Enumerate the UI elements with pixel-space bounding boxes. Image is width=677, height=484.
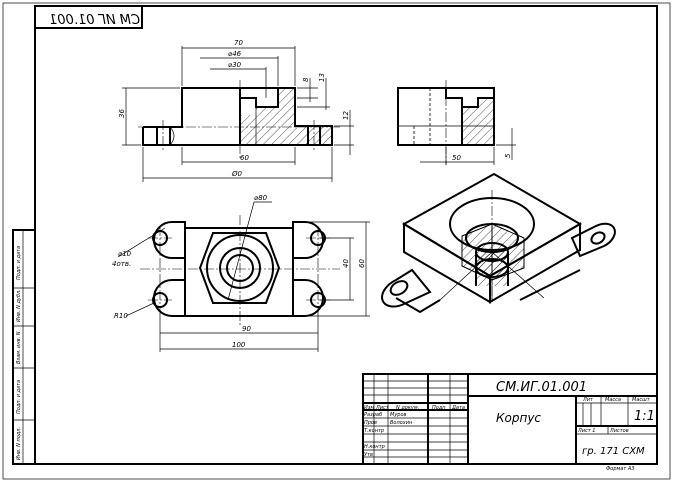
dim-holes: ⌀10 bbox=[118, 250, 132, 258]
sheet-border bbox=[2, 2, 671, 480]
side-view: 50 5 bbox=[397, 80, 516, 165]
tb-sheets: Листов bbox=[609, 428, 629, 434]
dim-70: 70 bbox=[234, 39, 243, 47]
tb-group: гр. 171 СХМ bbox=[582, 446, 645, 457]
tb-scale-value: 1:1 bbox=[634, 409, 655, 424]
top-view: ⌀80 ⌀10 4отв. R10 40 60 90 100 bbox=[112, 194, 370, 352]
dim-12: 12 bbox=[342, 111, 350, 120]
tb-ndoc: N докум. bbox=[396, 405, 419, 411]
stamp-code: CM ИГ 01.001 bbox=[49, 13, 140, 28]
dim-8: 8 bbox=[302, 77, 310, 82]
title-block: Изм Лист N докум. Подп Дата Разраб Муров… bbox=[362, 373, 658, 472]
side-strip: Подп. и дата Инв. N дубл. Взам. инв. N П… bbox=[12, 229, 36, 465]
dim-5: 5 bbox=[504, 153, 512, 158]
tb-sheet: Лист 1 bbox=[577, 428, 595, 434]
tb-utv: Утв bbox=[364, 452, 373, 458]
dim-90: 90 bbox=[242, 325, 251, 333]
tb-podp: Подп bbox=[432, 405, 446, 411]
strip-cell-1: Подп. и дата bbox=[16, 246, 22, 280]
tb-nkontr: Н.контр bbox=[364, 444, 385, 450]
strip-cell-2: Инв. N дубл. bbox=[16, 289, 22, 322]
tb-col-mass: Масса bbox=[605, 397, 621, 403]
dim-100-front: Ø0 bbox=[231, 170, 243, 178]
tb-list: Лист bbox=[375, 405, 390, 411]
isometric-view bbox=[381, 172, 616, 314]
mirrored-stamp: CM ИГ 01.001 bbox=[34, 5, 143, 29]
tb-col-scale: Масшт bbox=[632, 397, 651, 403]
dim-36: 36 bbox=[118, 109, 126, 118]
dim-d46: ⌀46 bbox=[228, 50, 242, 58]
tb-tkontr: Т.контр bbox=[364, 428, 384, 434]
dim-60v: 60 bbox=[358, 259, 366, 268]
strip-cell-4: Подп. и дата bbox=[16, 380, 22, 414]
tb-izm: Изм bbox=[364, 405, 374, 411]
dim-d30: ⌀30 bbox=[228, 61, 242, 69]
tb-designation: СМ.ИГ.01.001 bbox=[496, 380, 587, 395]
dim-r10: R10 bbox=[114, 312, 128, 320]
dim-d80: ⌀80 bbox=[254, 194, 268, 202]
tb-format: Формат А3 bbox=[606, 466, 634, 472]
strip-cell-3: Взам. инв. N bbox=[16, 331, 22, 364]
tb-prov-name: Волохин bbox=[390, 420, 413, 426]
tb-part-name: Корпус bbox=[496, 411, 541, 425]
dim-13: 13 bbox=[318, 73, 326, 82]
tb-col-lit: Лит bbox=[582, 397, 594, 403]
tb-data: Дата bbox=[451, 405, 465, 411]
tb-razrab: Разраб bbox=[364, 412, 382, 418]
tb-razrab-name: Муров bbox=[390, 412, 407, 418]
tb-prov: Пров bbox=[364, 420, 377, 426]
front-view: 70 ⌀46 ⌀30 8 13 12 36 60 Ø0 bbox=[118, 39, 354, 182]
strip-cell-5: Инв. N подл. bbox=[16, 427, 22, 460]
dim-100-top: 100 bbox=[232, 341, 246, 349]
dim-holes-count: 4отв. bbox=[112, 260, 131, 268]
dim-40: 40 bbox=[342, 259, 350, 268]
dim-60: 60 bbox=[240, 154, 249, 162]
dim-50: 50 bbox=[452, 154, 461, 162]
